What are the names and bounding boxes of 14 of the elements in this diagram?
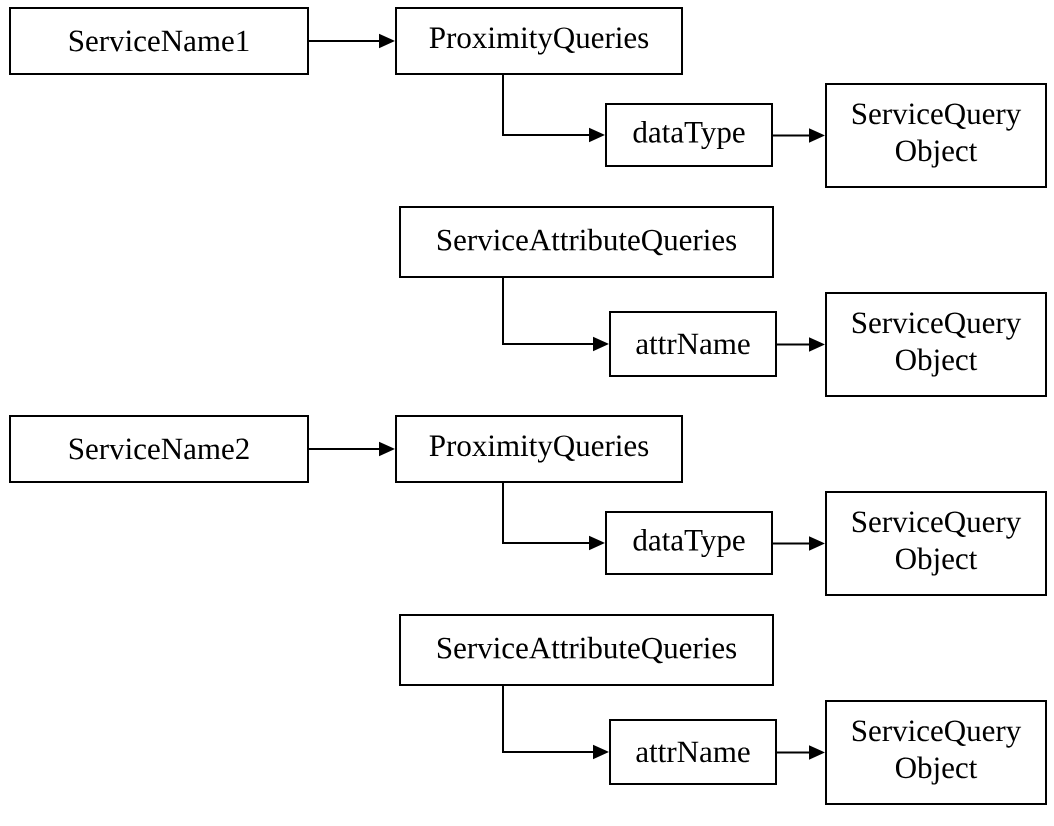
process-box: attrName: [609, 311, 777, 377]
process-box: ServiceAttributeQueries: [399, 206, 774, 278]
process-box: ServiceQuery Object: [825, 700, 1047, 805]
process-box: dataType: [605, 511, 773, 575]
process-box: attrName: [609, 719, 777, 785]
process-box: dataType: [605, 103, 773, 167]
process-box: ServiceQuery Object: [825, 83, 1047, 188]
process-box: ServiceName2: [9, 415, 309, 483]
process-box: ServiceAttributeQueries: [399, 614, 774, 686]
process-box: ServiceName1: [9, 7, 309, 75]
process-box: ProximityQueries: [395, 7, 683, 75]
process-box: ServiceQuery Object: [825, 292, 1047, 397]
process-box: ServiceQuery Object: [825, 491, 1047, 596]
process-box: ProximityQueries: [395, 415, 683, 483]
